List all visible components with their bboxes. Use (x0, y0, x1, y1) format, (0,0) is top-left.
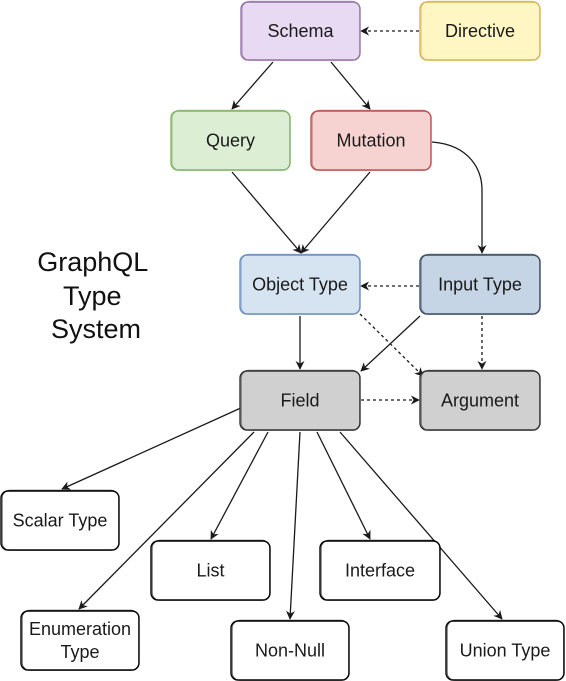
node-field-label-line-1: Field (280, 391, 319, 411)
node-object-type-label: Object Type (252, 275, 348, 295)
edge-field-to-enumeration-type (78, 431, 255, 610)
node-interface-label-line-1: Interface (345, 561, 415, 581)
node-field-sketch-outline (240, 369, 361, 431)
edge-field-to-interface (316, 431, 371, 540)
node-argument-label-line-1: Argument (441, 391, 519, 411)
node-union-type-label: Union Type (460, 641, 551, 661)
node-list-sketch-outline (151, 539, 271, 601)
node-input-type-label-line-1: Input Type (438, 275, 522, 295)
edge-schema-to-query (231, 61, 274, 110)
edge-mutation-to-object-type (300, 171, 371, 254)
node-argument-label: Argument (441, 391, 519, 411)
node-mutation[interactable]: Mutation (310, 109, 432, 171)
node-query-sketch-outline (171, 109, 291, 171)
node-union-type-sketch-outline (446, 619, 565, 681)
node-object-type-label-line-1: Object Type (252, 275, 348, 295)
node-input-type-label: Input Type (438, 275, 522, 295)
node-argument[interactable]: Argument (419, 369, 541, 431)
node-input-type-sketch-outline (420, 253, 541, 315)
node-enumeration-type-sketch-outline (21, 609, 140, 671)
node-argument-sketch-outline (420, 369, 541, 431)
node-field[interactable]: Field (239, 369, 361, 431)
node-schema-label: Schema (267, 21, 334, 41)
node-union-type[interactable]: Union Type (445, 619, 565, 681)
node-enumeration-type-label-line-1: Enumeration (29, 619, 131, 639)
node-scalar-type-label-line-1: Scalar Type (13, 511, 108, 531)
node-scalar-type-label: Scalar Type (13, 511, 108, 531)
node-list-label: List (196, 561, 224, 581)
title-line-1: GraphQL (37, 247, 148, 277)
diagram-title: GraphQL Type System (37, 247, 155, 344)
edge-schema-to-mutation (330, 61, 371, 110)
node-enumeration-type-label-line-2: Type (60, 642, 99, 662)
node-object-type-sketch-outline (240, 253, 361, 315)
edge-field-to-scalar-type (61, 406, 244, 490)
node-mutation-label-line-1: Mutation (336, 131, 405, 151)
edge-field-to-list (210, 431, 269, 540)
node-directive-label: Directive (445, 21, 515, 41)
node-non-null-label: Non-Null (255, 641, 325, 661)
node-scalar-type[interactable]: Scalar Type (0, 489, 120, 551)
node-query-label: Query (206, 131, 255, 151)
edge-input-type-to-field (360, 315, 421, 372)
node-non-null[interactable]: Non-Null (230, 619, 350, 681)
node-object-type[interactable]: Object Type (239, 253, 361, 315)
node-interface-sketch-outline (320, 539, 441, 601)
node-scalar-type-sketch-outline (1, 489, 120, 551)
node-list-label-line-1: List (196, 561, 224, 581)
node-interface[interactable]: Interface (319, 539, 441, 601)
node-schema[interactable]: Schema (240, 0, 361, 61)
title-line-3: System (51, 314, 141, 344)
node-mutation-sketch-outline (311, 109, 432, 171)
node-list[interactable]: List (150, 539, 271, 601)
node-mutation-label: Mutation (336, 131, 405, 151)
node-union-type-label-line-1: Union Type (460, 641, 551, 661)
edge-mutation-to-input-type (431, 141, 487, 254)
edge-object-type-to-argument (359, 313, 424, 377)
node-query[interactable]: Query (170, 109, 291, 171)
edge-field-to-non-null (285, 431, 301, 620)
node-schema-label-line-1: Schema (267, 21, 334, 41)
edge-query-to-object-type (231, 171, 302, 254)
node-directive-sketch-outline (420, 0, 541, 61)
edge-field-to-union-type (339, 431, 503, 620)
node-directive[interactable]: Directive (419, 0, 541, 61)
edges-layer (61, 26, 503, 620)
node-schema-sketch-outline (241, 0, 361, 61)
node-non-null-label-line-1: Non-Null (255, 641, 325, 661)
node-non-null-sketch-outline (231, 619, 350, 681)
node-input-type[interactable]: Input Type (419, 253, 541, 315)
node-field-label: Field (280, 391, 319, 411)
node-query-label-line-1: Query (206, 131, 255, 151)
title-line-2: Type (63, 281, 122, 311)
node-directive-label-line-1: Directive (445, 21, 515, 41)
node-interface-label: Interface (345, 561, 415, 581)
